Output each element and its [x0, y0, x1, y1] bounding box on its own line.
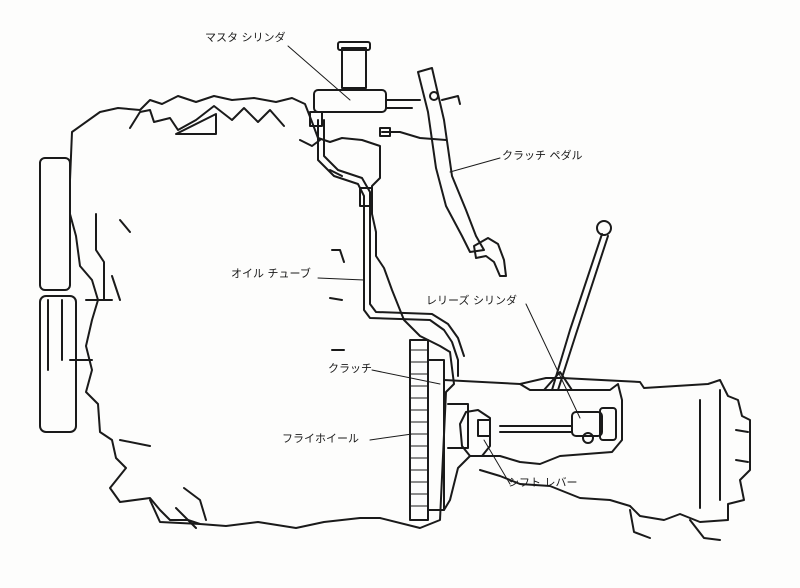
leader-release-cylinder	[525, 303, 581, 419]
label-oil-tube: オイル チューブ	[231, 267, 311, 280]
transmission-case	[479, 377, 751, 523]
oil-tube-joint	[359, 187, 373, 207]
release-cylinder-pushrod	[499, 425, 573, 433]
flywheel	[409, 339, 429, 521]
clutch-pedal-pad	[473, 237, 507, 277]
leader-master-cylinder	[287, 45, 351, 101]
oil-tube	[317, 119, 459, 377]
label-master-cylinder: マスタ シリンダ	[205, 31, 286, 44]
release-fork	[459, 409, 491, 457]
leader-shift-lever	[483, 439, 511, 485]
gear-shift-lever	[551, 233, 609, 391]
transmission-bottom-detail	[629, 509, 721, 541]
engine-detail-left-bottom	[119, 439, 207, 529]
gear-shift-boot	[543, 371, 573, 391]
release-cylinder-body	[571, 411, 603, 437]
leader-oil-tube	[317, 277, 365, 281]
label-release-cylinder: レリーズ シリンダ	[426, 294, 517, 307]
label-flywheel: フライホイール	[282, 432, 359, 445]
label-shift-lever: シフト レバー	[508, 476, 578, 489]
master-cylinder-cap	[337, 41, 371, 51]
engine-detail-ribs	[85, 213, 131, 301]
engine-detail-right	[299, 139, 345, 351]
clutch-pedal-stopper	[441, 95, 461, 105]
intake-manifold	[129, 105, 285, 131]
master-cylinder-body	[313, 89, 387, 113]
release-cylinder-end	[599, 407, 617, 441]
gear-shift-knob	[596, 220, 612, 236]
flywheel-ring-gear	[409, 349, 429, 507]
oil-tube-inner	[323, 119, 465, 357]
leader-clutch-pedal	[449, 157, 501, 173]
engine-block-outline	[69, 95, 455, 529]
release-cylinder-bleeder	[582, 432, 594, 444]
clutch-pedal-return-rod	[381, 131, 447, 141]
leader-flywheel	[369, 433, 413, 441]
front-cover	[39, 157, 71, 291]
master-cylinder-mount	[309, 111, 323, 127]
clutch-disc	[427, 359, 445, 511]
intake-detail	[175, 113, 217, 135]
release-bearing	[447, 403, 469, 449]
clutch-pedal-rod-end	[379, 127, 391, 137]
front-cover-lower	[39, 295, 77, 433]
label-clutch-pedal: クラッチ ペダル	[502, 149, 583, 162]
release-fork-pivot	[477, 419, 491, 437]
label-clutch: クラッチ	[328, 362, 372, 375]
transmission-tail	[699, 389, 749, 509]
master-cylinder-reservoir	[341, 47, 367, 89]
master-cylinder-rod	[385, 99, 421, 109]
clutch-pedal-pivot	[429, 91, 439, 101]
oil-pan	[149, 499, 201, 525]
clutch-pedal-arm	[417, 67, 485, 253]
clutch-housing	[443, 379, 623, 511]
leader-clutch	[371, 369, 441, 385]
front-bracket	[47, 299, 93, 371]
